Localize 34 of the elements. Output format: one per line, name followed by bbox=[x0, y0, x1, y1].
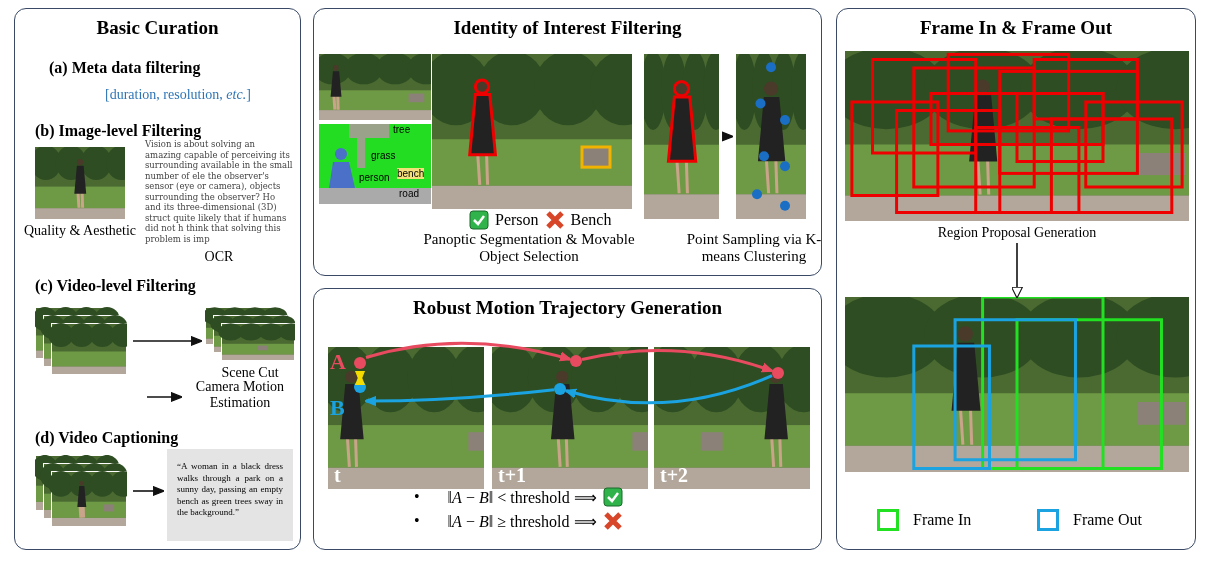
panel-title: Frame In & Frame Out bbox=[918, 17, 1114, 39]
segment-label: road bbox=[399, 188, 419, 199]
panel-title: Basic Curation bbox=[95, 17, 220, 39]
segment-label: tree bbox=[393, 124, 411, 135]
section-heading: (c) Video-level Filtering bbox=[35, 277, 196, 295]
image-caption: Region Proposal Generation bbox=[936, 225, 1098, 241]
section-heading: (a) Meta data filtering bbox=[49, 59, 201, 77]
legend-label: Frame In bbox=[913, 511, 972, 529]
legend-label: Frame Out bbox=[1073, 511, 1142, 529]
point-label: A bbox=[330, 351, 346, 373]
option-label: Person bbox=[495, 211, 539, 229]
bullet: • bbox=[414, 512, 420, 530]
image-caption: Scene Cut bbox=[220, 365, 280, 381]
frame-time-label: t+1 bbox=[498, 464, 527, 487]
segment-label: person bbox=[359, 172, 390, 183]
point-label: B bbox=[330, 397, 345, 419]
segment-label: bench bbox=[397, 168, 425, 179]
bullet: • bbox=[414, 488, 420, 506]
image-caption: Quality & Aesthetic bbox=[23, 223, 137, 239]
panel-title: Identity of Interest Filtering bbox=[452, 17, 683, 39]
document-text: Vision is about solving an amazing capable of perceiving its surrounding available in the small number of ele the observer's sensor (eye or camera), objects surrounding the observer? Ho and its three-dimensional (3D) struct quite likely that if humans did not h think that solving this problem is imp bbox=[145, 139, 294, 245]
condition-text: ‖A − B‖ ≥ threshold ⟹ bbox=[447, 511, 597, 531]
image-caption: OCR bbox=[203, 249, 235, 265]
note-text: [duration, resolution, etc.] bbox=[105, 87, 251, 103]
frame-time-label: t+2 bbox=[660, 464, 689, 487]
segment-label: grass bbox=[371, 150, 396, 161]
step-caption: Point Sampling via K-means Clustering bbox=[685, 231, 823, 265]
step-label: Camera Motion Estimation bbox=[195, 379, 285, 410]
condition-text: ‖A − B‖ < threshold ⟹ bbox=[447, 487, 597, 507]
panel-title: Robust Motion Trajectory Generation bbox=[411, 297, 724, 319]
step-caption: Panoptic Segmentation & Movable Object Selection bbox=[422, 231, 636, 265]
frame-time-label: t bbox=[334, 464, 341, 487]
option-label: Bench bbox=[570, 211, 612, 229]
section-heading: (d) Video Captioning bbox=[35, 429, 179, 447]
